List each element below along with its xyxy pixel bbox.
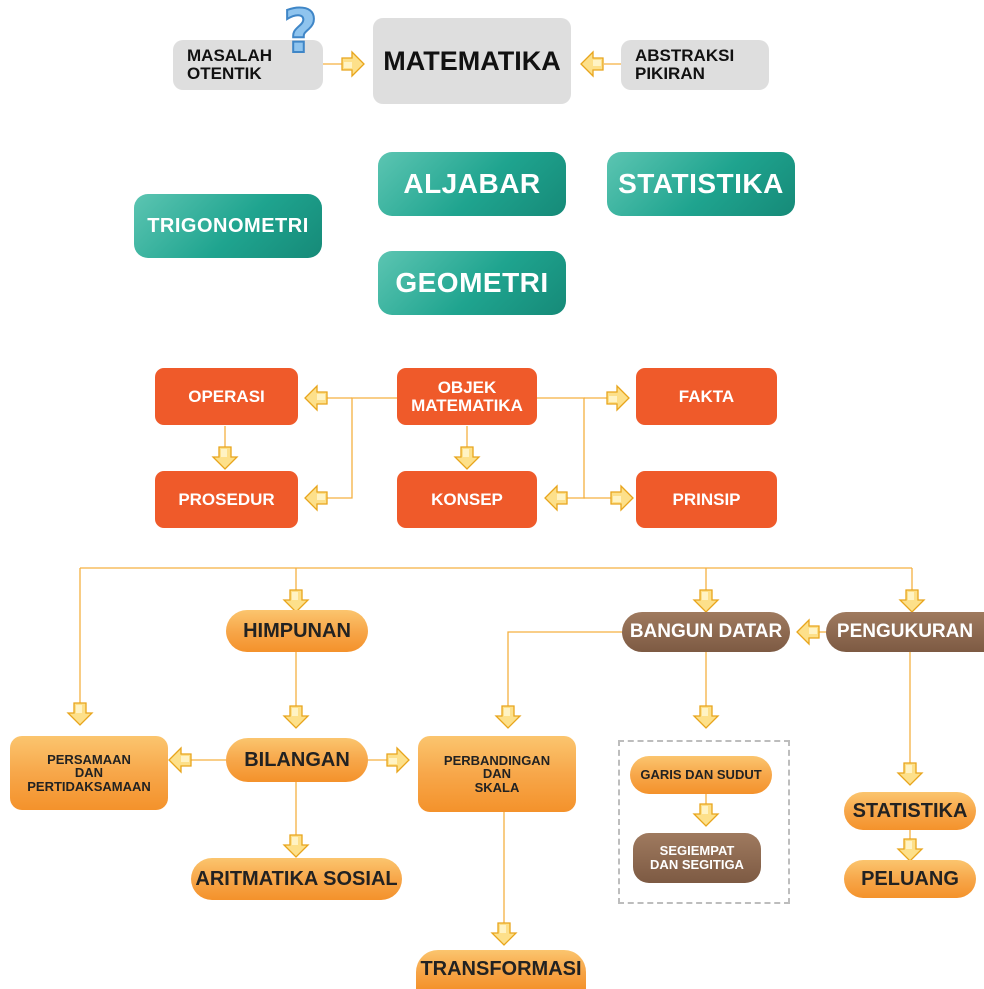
perbandingan-box: PERBANDINGAN DAN SKALA (418, 736, 576, 812)
aljabar-label: ALJABAR (403, 168, 541, 200)
objek-line-1: OBJEK (437, 377, 497, 397)
pengukuran-box: PENGUKURAN (826, 612, 984, 652)
segiempat-line-2: DAN SEGITIGA (650, 857, 744, 872)
statistika-box: STATISTIKA (607, 152, 795, 216)
himpunan-label: HIMPUNAN (243, 619, 351, 642)
segiempat-box: SEGIEMPAT DAN SEGITIGA (633, 833, 761, 883)
fakta-box: FAKTA (636, 368, 777, 425)
matematika-box: MATEMATIKA (373, 18, 571, 104)
objek-line-2: MATEMATIKA (411, 395, 523, 415)
operasi-label: OPERASI (188, 386, 265, 406)
transformasi-box: TRANSFORMASI (416, 950, 586, 989)
bilangan-label: BILANGAN (244, 748, 350, 771)
prosedur-label: PROSEDUR (178, 489, 275, 509)
prosedur-box: PROSEDUR (155, 471, 298, 528)
bangun-datar-group (618, 740, 790, 904)
operasi-box: OPERASI (155, 368, 298, 425)
peluang-box: PELUANG (844, 860, 976, 898)
garis-sudut-label: GARIS DAN SUDUT (640, 767, 762, 783)
persamaan-line-3: PERTIDAKSAMAAN (27, 778, 151, 794)
himpunan-box: HIMPUNAN (226, 610, 368, 652)
bangun-datar-box: BANGUN DATAR (622, 612, 790, 652)
geometri-label: GEOMETRI (395, 267, 549, 299)
masalah-line-1: MASALAH (187, 46, 272, 66)
aritmatika-sosial-box: ARITMATIKA SOSIAL (191, 858, 402, 900)
trigonometri-box: TRIGONOMETRI (134, 194, 322, 258)
aljabar-box: ALJABAR (378, 152, 566, 216)
garis-sudut-box: GARIS DAN SUDUT (630, 756, 772, 794)
statistika-branch-label: STATISTIKA (618, 168, 784, 200)
prinsip-label: PRINSIP (672, 489, 741, 509)
perbandingan-line-2: DAN (482, 766, 512, 782)
abstraksi-line-2: PIKIRAN (635, 64, 705, 83)
konsep-label: KONSEP (431, 489, 503, 509)
pengukuran-label: PENGUKURAN (836, 621, 974, 643)
objek-matematika-box: OBJEK MATEMATIKA (397, 368, 537, 425)
question-mark-icon: ? (282, 0, 319, 67)
trigonometri-label: TRIGONOMETRI (147, 214, 309, 237)
fakta-label: FAKTA (678, 386, 735, 406)
prinsip-box: PRINSIP (636, 471, 777, 528)
geometri-box: GEOMETRI (378, 251, 566, 315)
bangun-datar-label: BANGUN DATAR (629, 621, 783, 643)
persamaan-box: PERSAMAAN DAN PERTIDAKSAMAAN (10, 736, 168, 810)
abstraksi-pikiran-box: ABSTRAKSI PIKIRAN (621, 40, 769, 90)
perbandingan-line-3: SKALA (474, 779, 520, 795)
statistika-topic-label: STATISTIKA (852, 799, 968, 822)
persamaan-line-2: DAN (74, 765, 104, 781)
abstraksi-line-1: ABSTRAKSI (635, 46, 735, 66)
transformasi-label: TRANSFORMASI (420, 958, 582, 980)
masalah-line-2: OTENTIK (187, 64, 262, 83)
peluang-label: PELUANG (861, 867, 959, 890)
persamaan-line-1: PERSAMAAN (47, 751, 131, 767)
segiempat-line-1: SEGIEMPAT (659, 843, 735, 859)
konsep-box: KONSEP (397, 471, 537, 528)
matematika-label: MATEMATIKA (383, 45, 561, 76)
perbandingan-line-1: PERBANDINGAN (443, 752, 551, 768)
masalah-otentik-box: MASALAH OTENTIK (173, 40, 323, 90)
bilangan-box: BILANGAN (226, 738, 368, 782)
statistika-topic-box: STATISTIKA (844, 792, 976, 830)
aritmatika-sosial-label: ARITMATIKA SOSIAL (195, 867, 398, 890)
